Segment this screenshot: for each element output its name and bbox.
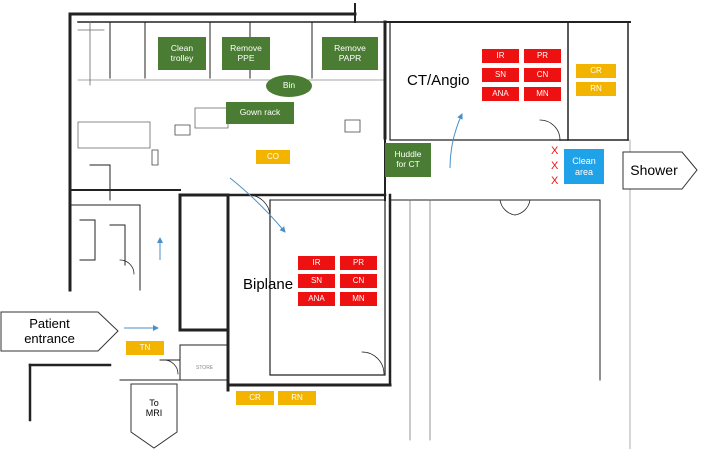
ct-side-staff-tag: CR xyxy=(576,64,616,78)
co-staff-tag: CO xyxy=(256,150,290,164)
ct-staff-tag: MN xyxy=(524,87,561,101)
ct-angio-room-label: CT/Angio xyxy=(407,72,470,89)
ct-staff-tag: IR xyxy=(482,49,519,63)
clean-area-station: Clean area xyxy=(564,149,604,184)
bottom-rn-staff-tag: RN xyxy=(278,391,316,405)
ct-staff-tag: ANA xyxy=(482,87,519,101)
ct-staff-tag: CN xyxy=(524,68,561,82)
biplane-staff-tag: MN xyxy=(340,292,377,306)
huddle-ct-station: Huddle for CT xyxy=(385,143,431,177)
shower-arrow-shape xyxy=(622,151,698,190)
x-mark: X xyxy=(551,145,559,157)
patient-entrance-label: Patient entrance xyxy=(24,316,75,346)
remove-papr-station: Remove PAPR xyxy=(322,37,378,70)
ct-staff-tag: SN xyxy=(482,68,519,82)
to-mri-arrow-shape xyxy=(130,383,178,449)
to-mri-label: To MRI xyxy=(145,398,163,418)
biplane-staff-tag: IR xyxy=(298,256,335,270)
biplane-staff-tag: ANA xyxy=(298,292,335,306)
biplane-staff-tag: CN xyxy=(340,274,377,288)
x-mark: X xyxy=(551,175,559,187)
store-label: STORE xyxy=(196,365,214,371)
clean-trolley-station: Clean trolley xyxy=(158,37,206,70)
biplane-staff-tag: SN xyxy=(298,274,335,288)
biplane-room-label: Biplane xyxy=(243,276,294,293)
ct-side-staff-tag: RN xyxy=(576,82,616,96)
remove-ppe-station: Remove PPE xyxy=(222,37,270,70)
ct-staff-tag: PR xyxy=(524,49,561,63)
bottom-cr-staff-tag: CR xyxy=(236,391,274,405)
gown-rack-station: Gown rack xyxy=(226,102,294,124)
patient-entrance-arrow-shape xyxy=(0,311,119,352)
x-mark: X xyxy=(551,160,559,172)
biplane-staff-tag: PR xyxy=(340,256,377,270)
bin-station: Bin xyxy=(266,75,312,97)
tn-staff-tag: TN xyxy=(126,341,164,355)
shower-label: Shower xyxy=(630,161,678,178)
